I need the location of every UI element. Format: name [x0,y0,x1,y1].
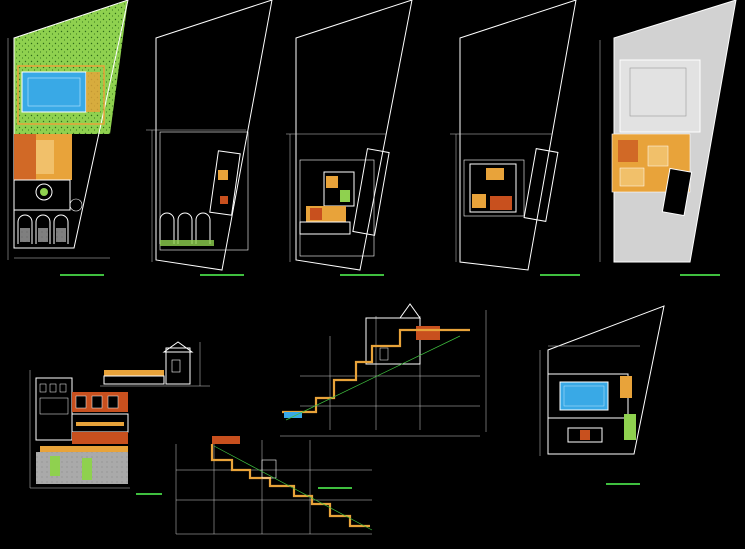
parking-level-plan [146,0,273,276]
longitudinal-section-b [175,436,373,535]
second-floor-plan [450,0,580,276]
garden-area [14,0,128,134]
roof-plan [599,0,737,276]
site-plan [7,0,129,276]
parking-arches [17,214,69,244]
first-floor-plan [286,0,413,276]
pool-small [559,381,609,411]
planter-circle [35,183,53,201]
longitudinal-section-a [280,303,487,437]
pool-level-plan [539,305,665,485]
small-elevation [100,341,210,387]
front-elevation [29,370,162,495]
stepped-section-profile-b [210,444,370,528]
stepped-section-profile [282,328,470,414]
pool-deck [17,65,105,125]
